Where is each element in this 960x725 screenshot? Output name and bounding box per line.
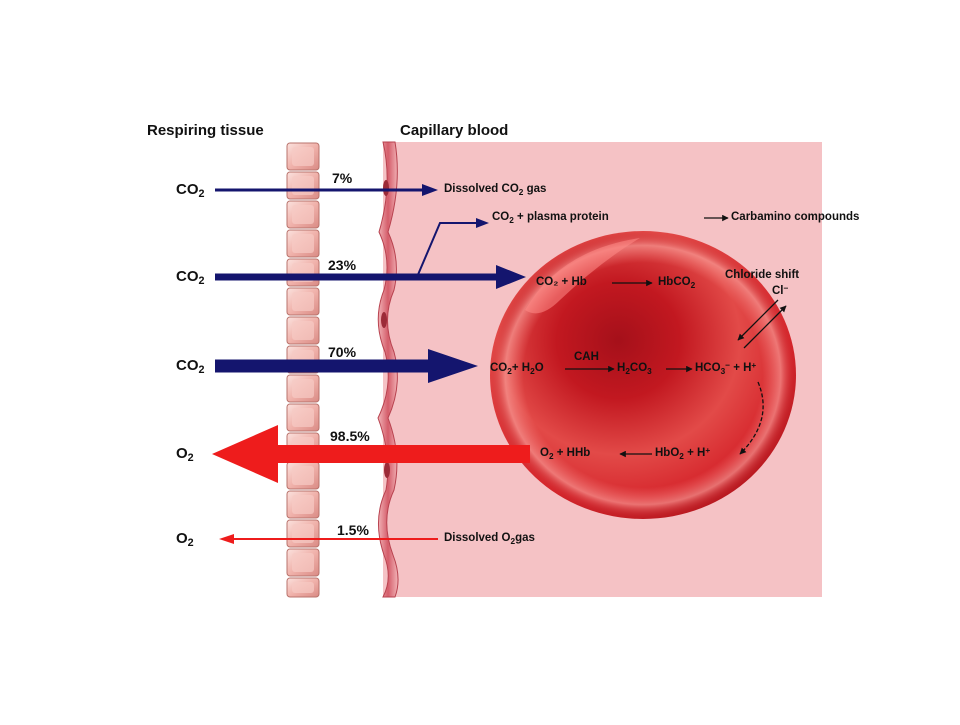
capillary-wall bbox=[377, 141, 399, 598]
o2-arrow-hemoglobin-head bbox=[212, 425, 278, 483]
percent-o2-hemoglobin: 98.5% bbox=[330, 428, 370, 444]
carbamino-branch-head bbox=[476, 218, 489, 228]
tissue-cell-body bbox=[292, 582, 314, 593]
red-blood-cell-rim bbox=[490, 231, 796, 519]
chloride-in-arrow bbox=[737, 299, 779, 341]
bicarbonate-label: HCO3− + H+ bbox=[695, 360, 757, 376]
tissue-cell-body bbox=[292, 321, 314, 340]
carbamino-product-label: Carbamino compounds bbox=[731, 211, 860, 223]
rbc-highlight bbox=[525, 238, 640, 314]
hb-reaction-right: HbCO2 bbox=[658, 276, 696, 290]
co2-label: CO2 bbox=[176, 268, 205, 288]
tissue-cell-body bbox=[292, 466, 314, 485]
capillary-nucleus bbox=[383, 180, 389, 196]
carbamino-reaction-label: CO2 + plasma protein bbox=[492, 211, 609, 225]
chloride-out-arrow bbox=[743, 305, 787, 349]
oxy-reaction-left: O2 + HHb bbox=[540, 447, 591, 461]
dissolved-co2-label: Dissolved CO2 gas bbox=[444, 183, 547, 197]
o2-label: O2 bbox=[176, 530, 194, 550]
cah-enzyme-label: CAH bbox=[574, 351, 599, 363]
percent-co2-dissolved: 7% bbox=[332, 170, 353, 186]
o2-arrow-dissolved-head bbox=[219, 534, 234, 544]
chloride-shift-label: Chloride shift bbox=[725, 269, 800, 281]
tissue-cell-body bbox=[292, 379, 314, 398]
co2-arrow-bicarbonate-head bbox=[428, 349, 478, 383]
carbonic-reactants: CO2+ H2O bbox=[490, 362, 544, 376]
tissue-cell-body bbox=[292, 553, 314, 572]
co2-label: CO2 bbox=[176, 181, 205, 201]
chloride-ion-label: Cl− bbox=[772, 283, 789, 297]
tissue-cell-body bbox=[292, 234, 314, 253]
tissue-header: Respiring tissue bbox=[147, 122, 264, 139]
percent-o2-dissolved: 1.5% bbox=[337, 522, 369, 538]
tissue-cell-body bbox=[292, 524, 314, 543]
blood-header: Capillary blood bbox=[400, 122, 509, 139]
o2-label: O2 bbox=[176, 445, 194, 465]
carbamino-branch-line bbox=[416, 222, 478, 278]
oxy-reaction-right: HbO2 + H+ bbox=[655, 445, 711, 461]
co2-label: CO2 bbox=[176, 357, 205, 377]
tissue-cell-body bbox=[292, 292, 314, 311]
percent-co2-bicarbonate: 70% bbox=[328, 344, 357, 360]
tissue-cell-body bbox=[292, 408, 314, 427]
capillary-nucleus bbox=[384, 462, 390, 478]
co2-arrow-carbamino-head bbox=[496, 265, 526, 289]
o2-arrow-hemoglobin-shaft bbox=[274, 445, 530, 463]
tissue-cell-body bbox=[292, 205, 314, 224]
tissue-cell-body bbox=[292, 495, 314, 514]
proton-curve-arrow bbox=[739, 381, 764, 455]
co2-arrow-dissolved-head bbox=[422, 184, 438, 196]
percent-co2-carbamino: 23% bbox=[328, 257, 357, 273]
carbonic-acid-label: H2CO3 bbox=[617, 362, 652, 376]
capillary-nucleus bbox=[381, 312, 387, 328]
tissue-cell-body bbox=[292, 176, 314, 195]
tissue-cell-body bbox=[292, 147, 314, 166]
dissolved-o2-label: Dissolved O2gas bbox=[444, 532, 535, 546]
hb-reaction-left: CO₂ + Hb bbox=[536, 276, 587, 288]
